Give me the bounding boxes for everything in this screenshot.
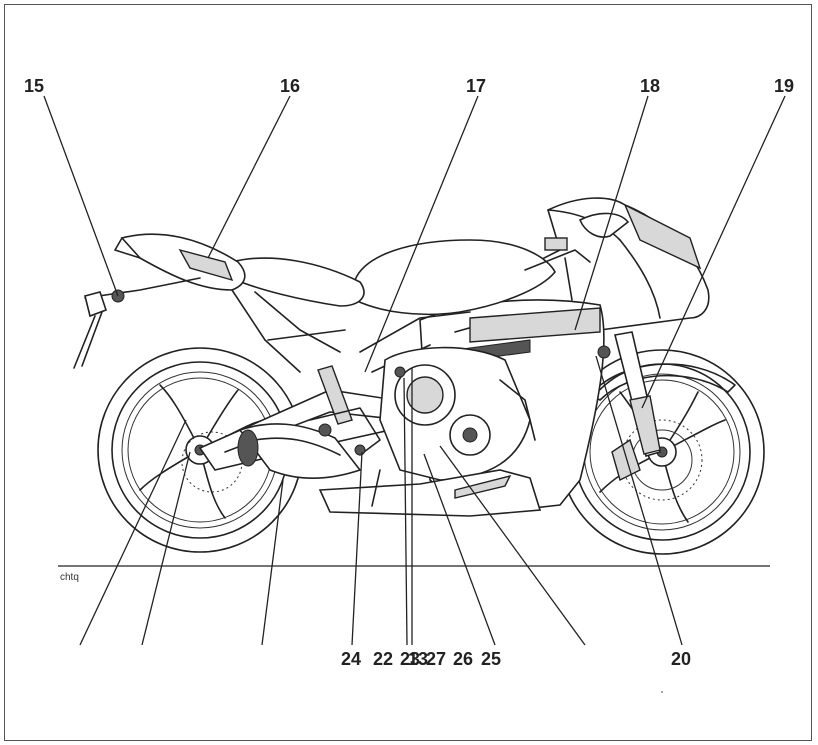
speck [661,691,663,693]
belly-pan [318,469,542,517]
callout-27: 27 [426,649,446,669]
callout-17: 17 [466,76,486,96]
engine [379,346,536,481]
callout-25: 25 [481,649,501,669]
image-code: chtq [60,572,79,583]
number-plate-hanger [73,277,201,369]
rider-seat [231,257,365,307]
front-mudguard [589,363,736,401]
side-stand [371,469,381,507]
callout-23: 23 [400,649,420,669]
callout-13: 13 [408,649,428,669]
exhaust [237,423,362,480]
tail-section [114,233,246,291]
rear-subframe [231,289,346,373]
fuel-tank [354,239,556,316]
rear-shock [317,365,353,425]
callout-20: 20 [671,649,691,669]
leader-lines [43,95,786,646]
front-fork [614,331,661,457]
callout-18: 18 [640,76,660,96]
callout-16: 16 [280,76,300,96]
rider-footrest [309,407,381,456]
callout-24: 24 [341,649,361,669]
callout-19: 19 [774,76,794,96]
handlebar [524,237,591,301]
callout-22: 22 [373,649,393,669]
callout-15: 15 [24,76,44,96]
callout-26: 26 [453,649,473,669]
